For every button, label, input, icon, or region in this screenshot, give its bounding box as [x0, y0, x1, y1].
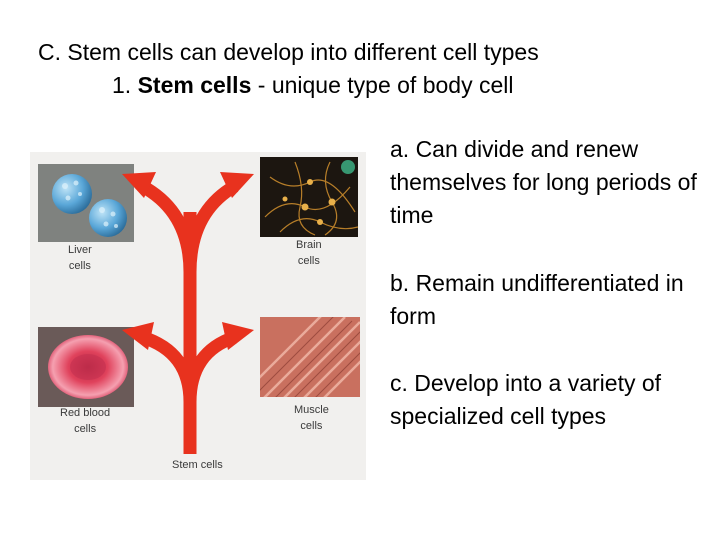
point-c: c. Develop into a variety of specialized… — [390, 370, 662, 429]
slide-title: C. Stem cells can develop into different… — [38, 39, 539, 65]
brain-cells-image — [260, 157, 358, 237]
red-blood-cells-image — [38, 327, 134, 407]
red-blood-cells-caption: Red blood cells — [60, 407, 111, 435]
subtitle-bold-term: Stem cells — [137, 72, 252, 98]
brain-cells-caption: Brain cells — [296, 239, 322, 267]
stem-cells-caption: Stem cells — [172, 459, 223, 471]
point-b: b. Remain undifferentiated in form — [390, 270, 684, 329]
point-a: a. Can divide and renew themselves for l… — [390, 136, 697, 228]
muscle-cells-caption: Muscle cells — [294, 404, 329, 432]
stem-cell-figure: Liver cells Brain cells Red blood cells … — [30, 152, 366, 480]
differentiation-arrow — [122, 172, 254, 454]
liver-cells-caption: Liver cells — [68, 244, 92, 272]
slide-subtitle: 1. Stem cells - unique type of body cell — [112, 71, 513, 99]
subtitle-description: - unique type of body cell — [251, 72, 514, 98]
muscle-cells-image — [260, 317, 360, 397]
subtitle-number: 1. — [112, 72, 132, 98]
liver-cells-image — [38, 164, 134, 242]
